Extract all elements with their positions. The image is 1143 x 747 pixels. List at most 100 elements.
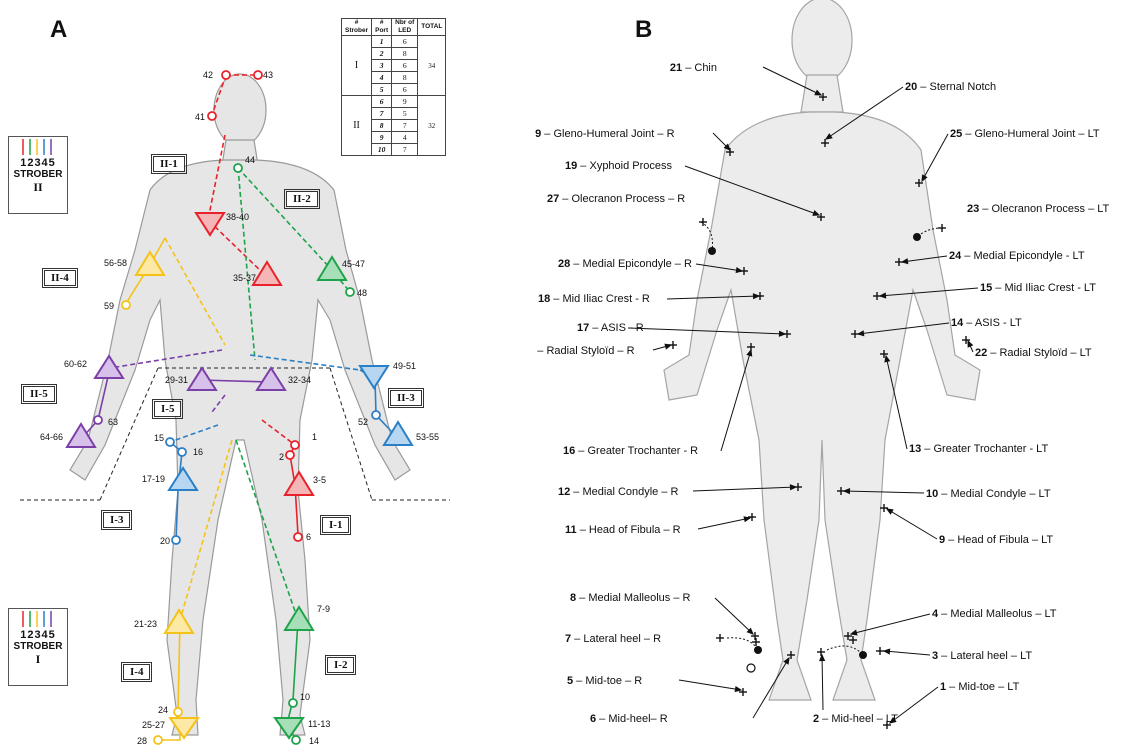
landmark-text: – Medial Condyle – LT	[938, 488, 1051, 500]
landmark-label-17: 17 – ASIS - R	[577, 322, 644, 334]
landmark-number: 21	[670, 62, 682, 74]
landmark-number: 24	[949, 250, 962, 262]
landmark-label-21: 21 – Chin	[670, 62, 717, 74]
port-cell: 10	[372, 144, 392, 156]
landmark-number: 18	[538, 293, 550, 305]
marker-label-1: 1	[312, 432, 317, 442]
leader-arrow	[922, 134, 948, 181]
strober-ii-roman: II	[9, 180, 67, 195]
leader-arrow	[715, 598, 753, 634]
landmark-label-28: 28 – Medial Epicondyle – R	[558, 258, 692, 270]
arrow-head	[665, 344, 671, 349]
group-ii-3: II-3	[390, 390, 422, 406]
group-i-1: I-1	[322, 517, 349, 533]
landmark-text: – Lateral heel – R	[571, 633, 661, 645]
landmark-label-12: 12 – Medial Condyle – R	[558, 486, 679, 498]
leader-arrow	[698, 518, 750, 529]
marker-label-11-13: 11-13	[308, 719, 330, 729]
landmark-label-19: 19 – Xyphoid Process	[565, 160, 673, 172]
marker-label-21-23: 21-23	[134, 619, 157, 629]
landmark-label-26: 26 – Radial Styloïd – R	[535, 345, 635, 357]
leader-arrow	[887, 509, 937, 539]
port-cell: 1	[372, 36, 392, 48]
led-count-cell: 7	[392, 120, 418, 132]
arrow-head	[887, 509, 893, 514]
body-figure-b: 21 – Chin20 – Sternal Notch29 – Gleno-Hu…	[535, 0, 1143, 747]
marker-label-53-55: 53-55	[416, 432, 439, 442]
marker-label-60-62: 60-62	[64, 359, 87, 369]
marker-label-3-5: 3-5	[313, 475, 326, 485]
landmark-text: – Gleno-Humeral Joint – R	[541, 128, 674, 140]
landmark-label-22: 22 – Radial Styloïd – LT	[975, 347, 1092, 359]
landmark-label-13: 13 – Greater Trochanter - LT	[909, 443, 1048, 455]
group-ii-2: II-2	[286, 191, 318, 207]
landmark-text: – Medial Malleolus – R	[576, 592, 690, 604]
marker-label-10: 10	[300, 692, 310, 702]
port-cell: 2	[372, 48, 392, 60]
landmark-label-2: 2 – Mid-heel – LT	[813, 713, 898, 725]
group-i-2: I-2	[327, 657, 354, 673]
port-cell: 9	[372, 132, 392, 144]
landmark-text: – Medial Malleolus – LT	[938, 608, 1057, 620]
marker-label-20: 20	[160, 536, 170, 546]
body-figure-a: 4243414438-4035-3745-474856-585960-6229-…	[0, 0, 530, 747]
landmark-text: – Olecranon Process – LT	[979, 203, 1109, 215]
landmark-text: – Radial Styloïd – LT	[987, 347, 1092, 359]
strober-ii-numbers: 12345	[9, 157, 67, 169]
landmark-text: – ASIS - R	[589, 322, 643, 334]
marker-label-45-47: 45-47	[342, 259, 365, 269]
marker-label-6: 6	[306, 532, 311, 542]
th-port: #Port	[372, 19, 392, 36]
landmark-text: – Head of Fibula – LT	[945, 534, 1053, 546]
th-led: Nbr ofLED	[392, 19, 418, 36]
marker-label-29-31: 29-31	[165, 375, 188, 385]
marker-label-59: 59	[104, 301, 114, 311]
group-ii-1: II-1	[153, 156, 185, 172]
landmark-text: – Mid Iliac Crest - LT	[992, 282, 1096, 294]
marker-label-63: 63	[108, 417, 118, 427]
landmark-text: – Sternal Notch	[917, 81, 996, 93]
landmark-number: 13	[909, 443, 921, 455]
arrow-head	[744, 517, 750, 522]
landmark-number: 16	[563, 445, 575, 457]
marker-label-24: 24	[158, 705, 168, 715]
landmark-label-5: 5 – Mid-toe – R	[567, 675, 642, 687]
total-cell: 32	[418, 96, 446, 156]
group-i-4: I-4	[123, 664, 150, 680]
port-cell: 7	[372, 108, 392, 120]
group-ii-4: II-4	[44, 270, 76, 286]
landmark-text: – Head of Fibula – R	[577, 524, 681, 536]
strober-i-box: 12345 STROBER I	[8, 608, 68, 686]
strober-ii-label: STROBER	[9, 169, 67, 180]
led-count-cell: 6	[392, 36, 418, 48]
landmark-number: 28	[558, 258, 570, 270]
landmark-label-7: 7 – Lateral heel – R	[565, 633, 661, 645]
led-count-cell: 6	[392, 60, 418, 72]
landmark-text: – Medial Condyle – R	[570, 486, 678, 498]
landmark-label-6: 6 – Mid-heel– R	[590, 713, 668, 725]
marker-label-7-9: 7-9	[317, 604, 330, 614]
landmark-text: – Mid-toe – LT	[946, 681, 1019, 693]
led-count-cell: 8	[392, 72, 418, 84]
table-row: II6932	[342, 96, 446, 108]
landmark-label-20: 20 – Sternal Notch	[905, 81, 996, 93]
landmark-label-27: 27 – Olecranon Process – R	[547, 193, 685, 205]
landmark-text: – Chin	[682, 62, 717, 74]
landmark-text: – ASIS - LT	[963, 317, 1022, 329]
strober-i-numbers: 12345	[9, 629, 67, 641]
led-count-cell: 4	[392, 132, 418, 144]
marker-label-17-19: 17-19	[142, 474, 165, 484]
group-i-3: I-3	[103, 512, 130, 528]
panel-a: A	[0, 0, 530, 747]
landmark-number: 11	[565, 524, 577, 536]
leader-arrow	[679, 680, 741, 690]
th-total: TOTAL	[418, 19, 446, 36]
landmark-text: – Radial Styloïd – R	[535, 345, 635, 357]
landmark-text: – Medial Epicondyle - LT	[961, 250, 1085, 262]
led-count-cell: 7	[392, 144, 418, 156]
landmark-label-3: 3 – Lateral heel – LT	[932, 650, 1032, 662]
marker-label-2: 2	[279, 452, 284, 462]
olecranon-lt-dot	[913, 233, 921, 241]
